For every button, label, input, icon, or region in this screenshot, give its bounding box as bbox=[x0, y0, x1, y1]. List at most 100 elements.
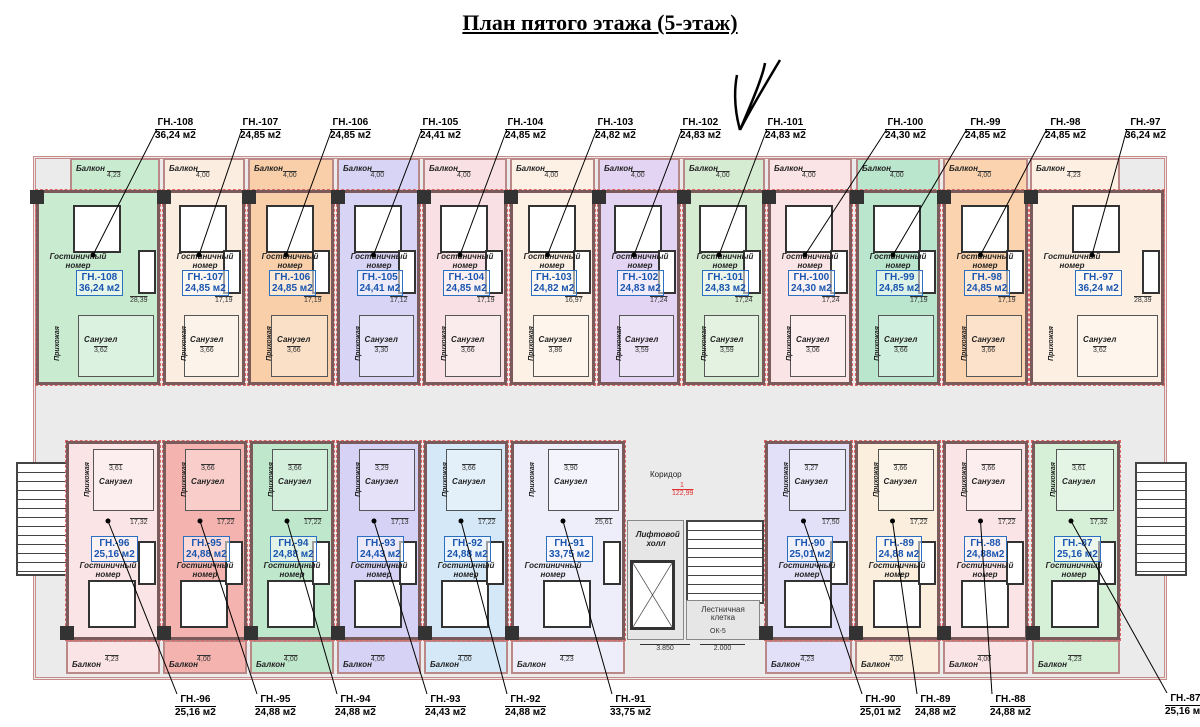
sofa-icon bbox=[138, 250, 156, 294]
column bbox=[677, 190, 691, 204]
bathroom bbox=[877, 449, 934, 511]
column bbox=[157, 626, 171, 640]
column bbox=[417, 190, 431, 204]
balcony-area: 4,00 bbox=[544, 172, 559, 179]
external-unit-area: 36,24 м2 bbox=[155, 130, 196, 141]
balcony-label: Балкон bbox=[254, 164, 283, 173]
hall-label: Прихожая bbox=[1047, 326, 1055, 361]
living-area: 25,61 bbox=[595, 519, 613, 526]
external-unit-id: ГН.-89 bbox=[915, 694, 956, 707]
bath-label: Санузел bbox=[278, 477, 312, 486]
bed-icon bbox=[1051, 580, 1099, 628]
external-unit-id: ГН.-92 bbox=[505, 694, 546, 707]
balcony-label: Балкон bbox=[343, 164, 372, 173]
external-unit-id: ГН.-105 bbox=[420, 117, 461, 130]
column bbox=[30, 190, 44, 204]
bathroom bbox=[532, 315, 589, 377]
room-label: Гостиничный номер bbox=[350, 561, 408, 579]
balcony-label: Балкон bbox=[169, 660, 198, 669]
room-label: Гостиничный номер bbox=[49, 252, 107, 270]
unit-id: ГН.-90 bbox=[794, 538, 825, 549]
bathroom bbox=[359, 449, 415, 511]
column bbox=[60, 626, 74, 640]
bathroom bbox=[704, 315, 759, 377]
bath-label: Санузел bbox=[883, 477, 917, 486]
room-label: Гостиничный номер bbox=[1045, 561, 1103, 579]
balcony-label: Балкон bbox=[1038, 660, 1067, 669]
living-area: 17,32 bbox=[1090, 519, 1108, 526]
living-area: 28,39 bbox=[130, 297, 148, 304]
bed-icon bbox=[441, 580, 489, 628]
bath-area: 3,66 bbox=[287, 347, 301, 354]
living-area: 17,19 bbox=[304, 297, 322, 304]
bed-icon bbox=[180, 580, 228, 628]
external-unit-area: 24,88 м2 bbox=[990, 707, 1031, 718]
external-unit-id: ГН.-91 bbox=[610, 694, 651, 707]
external-unit-area: 24,83 м2 bbox=[680, 130, 721, 141]
room-label: Гостиничный номер bbox=[350, 252, 408, 270]
living-area: 17,24 bbox=[735, 297, 753, 304]
bath-label: Санузел bbox=[365, 477, 399, 486]
external-unit-area: 24,85 м2 bbox=[505, 130, 546, 141]
balcony-label: Балкон bbox=[949, 660, 978, 669]
unit-id: ГН.-102 bbox=[622, 272, 659, 283]
column bbox=[849, 626, 863, 640]
unit-area: 36,24 м2 bbox=[79, 283, 120, 294]
external-unit-area: 24,83 м2 bbox=[765, 130, 806, 141]
column bbox=[1024, 190, 1038, 204]
room-label: Гостиничный номер bbox=[261, 252, 319, 270]
bath-area: 3,86 bbox=[548, 347, 563, 354]
bath-area: 3,29 bbox=[375, 465, 389, 472]
bathroom bbox=[1056, 449, 1114, 511]
unit-id: ГН.-91 bbox=[554, 538, 585, 549]
column bbox=[244, 626, 258, 640]
unit-id: ГН.-98 bbox=[971, 272, 1002, 283]
living-area: 17,19 bbox=[910, 297, 928, 304]
external-unit-area: 25,16 м2 bbox=[175, 707, 216, 718]
bathroom bbox=[358, 315, 414, 377]
balcony-area: 4,00 bbox=[716, 172, 730, 179]
balcony-area: 4,23 bbox=[107, 172, 121, 179]
unit-area: 24,82 м2 bbox=[533, 283, 575, 294]
arrow-sketch-icon bbox=[733, 59, 782, 131]
bath-label: Санузел bbox=[794, 477, 828, 486]
balcony-label: Балкон bbox=[1036, 164, 1065, 173]
bath-area: 3,59 bbox=[720, 347, 734, 354]
hall-label: Прихожая bbox=[441, 462, 449, 497]
external-unit-id: ГН.-98 bbox=[1045, 117, 1086, 130]
bed-icon bbox=[699, 205, 747, 253]
bath-area: 3,66 bbox=[200, 347, 214, 354]
external-unit-area: 24,43 м2 bbox=[425, 707, 466, 718]
bath-label: Санузел bbox=[538, 335, 572, 344]
bath-area: 3,66 bbox=[288, 465, 302, 472]
unit-area: 24,88 м2 bbox=[447, 549, 488, 560]
balcony-area: 4,00 bbox=[283, 172, 297, 179]
bath-area: 3,62 bbox=[94, 347, 108, 354]
external-unit-id: ГН.-94 bbox=[335, 694, 376, 707]
balcony-area: 4,00 bbox=[284, 656, 298, 663]
bath-label: Санузел bbox=[554, 477, 588, 486]
room-label: Гостиничный номер bbox=[79, 561, 137, 579]
bed-icon bbox=[783, 580, 832, 628]
external-unit-area: 33,75 м2 bbox=[610, 707, 651, 718]
hall-label: Прихожая bbox=[265, 326, 273, 361]
bath-label: Санузел bbox=[84, 335, 118, 344]
stair-landing bbox=[686, 600, 760, 640]
room-label: Гостиничный номер bbox=[868, 561, 926, 579]
bath-area: 3,30 bbox=[374, 347, 389, 354]
unit-area: 24,88м2 bbox=[966, 549, 1005, 560]
bath-area: 3,66 bbox=[462, 465, 476, 472]
balcony-label: Балкон bbox=[516, 164, 545, 173]
bathroom bbox=[271, 315, 328, 377]
